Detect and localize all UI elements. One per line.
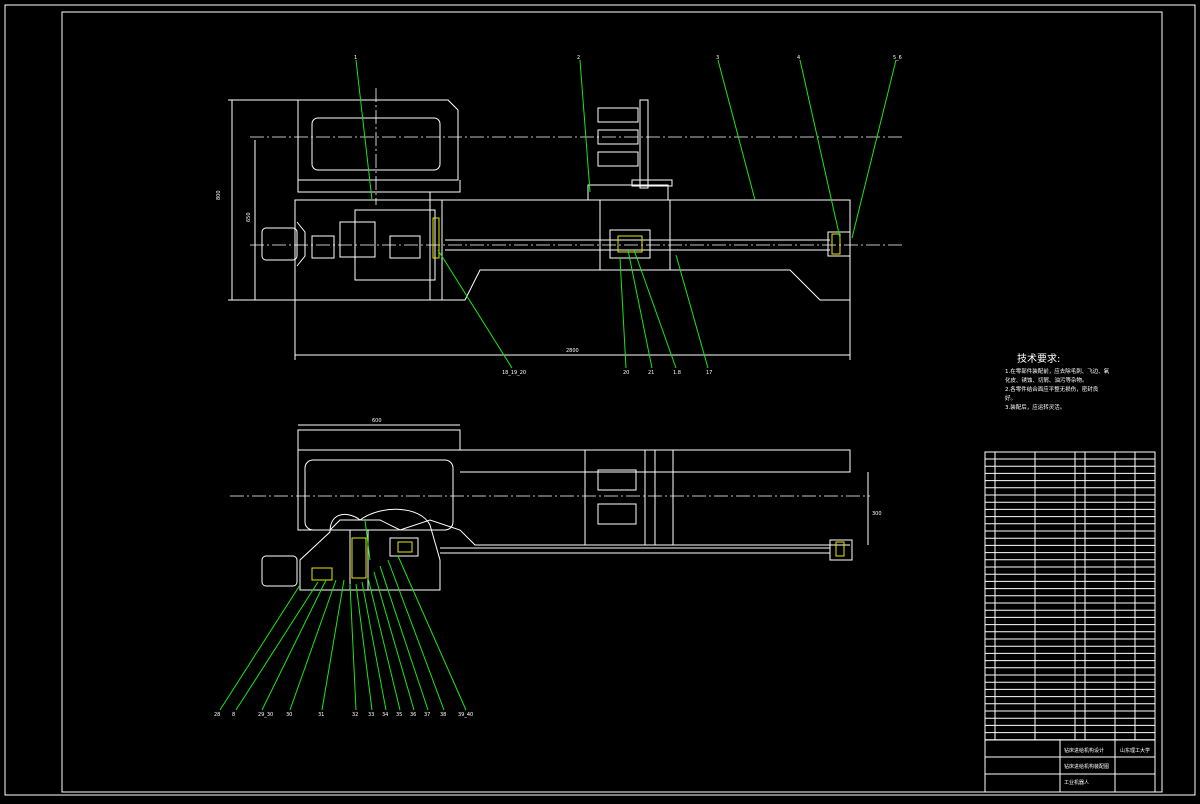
balloon-label: 39_40 [458, 712, 473, 718]
balloon-label: 8 [232, 712, 235, 718]
title-subtitle: 工业机器人 [1064, 779, 1089, 786]
balloon-label: 1.8 [673, 370, 681, 376]
balloon-label: 5_6 [893, 55, 902, 61]
dim-height-inner: 650 [246, 212, 252, 222]
balloon-label: 18_19_20 [502, 370, 526, 376]
balloon-label: 1 [354, 55, 357, 61]
balloon-label: 20 [623, 370, 629, 376]
balloon-label: 33 [368, 712, 374, 718]
balloon-label: 3 [716, 55, 719, 61]
tech-req-title: 技术要求: [1017, 354, 1061, 365]
tech-req-line: 1.在零部件装配前，应去除毛刺、飞边、氧 [1005, 369, 1110, 375]
dim-plan-width: 600 [372, 418, 382, 424]
sheet-outer-border [4, 4, 1196, 796]
balloon-label: 2 [577, 55, 580, 61]
tech-req-line: 3.装配后，应运转灵活。 [1005, 405, 1066, 411]
dim-plan-side: 300 [872, 511, 882, 517]
balloon-label: 32 [352, 712, 358, 718]
title-block: 山东理工大学 钻床进给机构设计 钻床进给机构装配图 工业机器人 [984, 739, 1156, 793]
technical-requirements: 技术要求: 1.在零部件装配前，应去除毛刺、飞边、氧 化皮、锈蚀、切屑、油污等杂… [1005, 352, 1120, 413]
tech-req-line: 好。 [1005, 396, 1017, 402]
balloon-label: 29_30 [258, 712, 273, 718]
front-elevation-view [228, 59, 905, 369]
balloon-label: 31 [318, 712, 324, 718]
plan-view [219, 424, 870, 711]
dim-length: 2800 [566, 348, 579, 354]
balloon-label: 21 [648, 370, 654, 376]
tech-req-line: 2.各零件结合面应平整无损伤，密封良 [1005, 387, 1099, 393]
balloon-label: 37 [424, 712, 430, 718]
dim-height-outer: 800 [216, 190, 222, 200]
balloon-label: 28 [214, 712, 220, 718]
title-university: 山东理工大学 [1120, 747, 1150, 754]
parts-list [984, 451, 1156, 741]
balloon-label: 17 [706, 370, 712, 376]
balloon-label: 30 [286, 712, 292, 718]
balloon-label: 4 [797, 55, 800, 61]
title-project: 钻床进给机构设计 [1064, 747, 1104, 754]
sheet-inner-border [61, 11, 1163, 793]
balloon-label: 36 [410, 712, 416, 718]
title-drawing-name: 钻床进给机构装配图 [1064, 763, 1109, 770]
balloon-label: 35 [396, 712, 402, 718]
tech-req-line: 化皮、锈蚀、切屑、油污等杂物。 [1005, 378, 1088, 384]
balloon-label: 34 [382, 712, 388, 718]
balloon-label: 38 [440, 712, 446, 718]
